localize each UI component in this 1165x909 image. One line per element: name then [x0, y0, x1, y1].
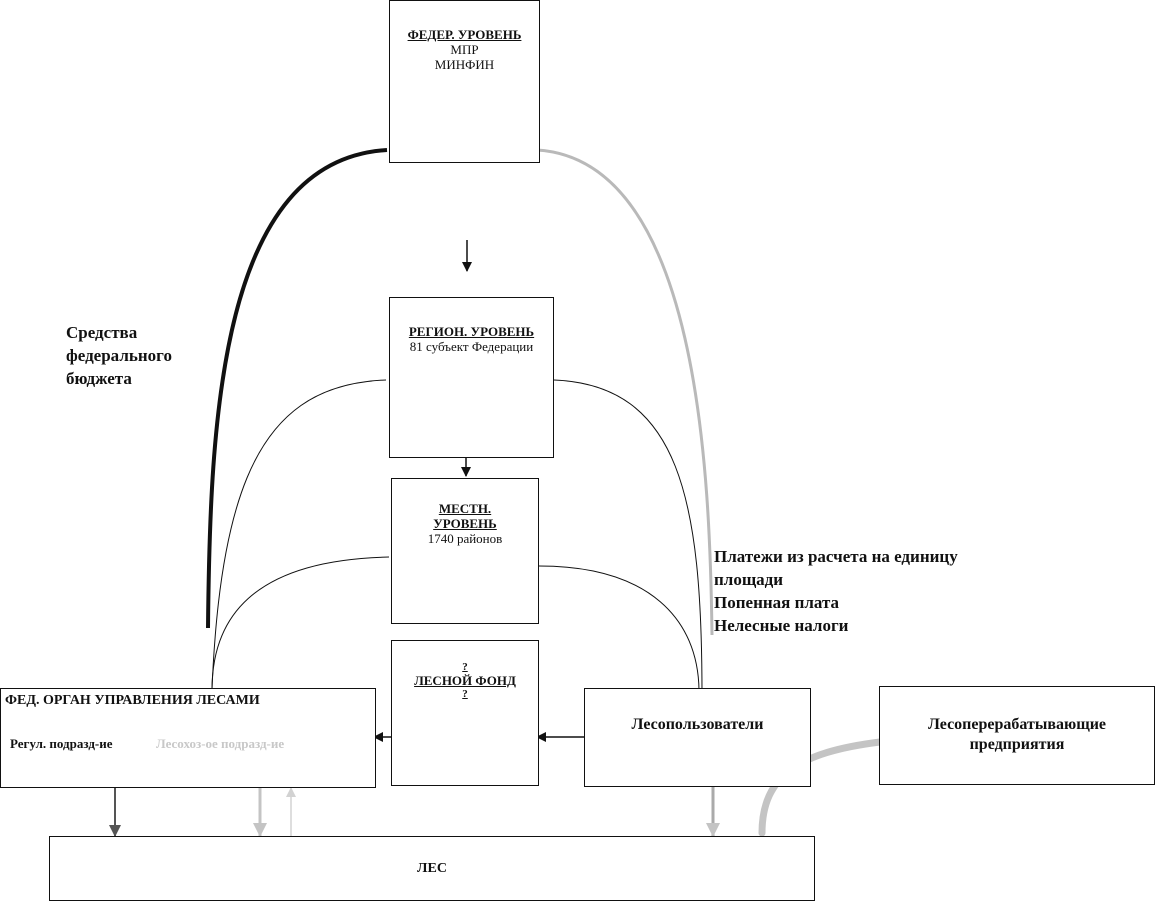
federal-budget-curve	[206, 148, 388, 629]
payments-line2: площади	[714, 570, 784, 589]
federal-budget-line1: Средства	[66, 323, 138, 342]
federal-level-title: ФЕДЕР. УРОВЕНЬ	[407, 27, 522, 42]
forest-fund-title: ЛЕСНОЙ ФОНД	[414, 673, 516, 688]
local-left-arc	[211, 556, 390, 691]
payments-line3: Попенная плата	[714, 593, 840, 612]
forest-fund-mark-bottom: ?	[462, 688, 468, 700]
federal-line-mpr: МПР	[450, 42, 479, 57]
federal-budget-line3: бюджета	[66, 369, 132, 388]
federal-budget-label: Средства федерального бюджета	[66, 321, 172, 390]
federal-line-minfin: МИНФИН	[434, 57, 495, 72]
fed-agency-regul-unit: Регул. подразд-ие	[10, 736, 113, 751]
local-level-title-1: МЕСТН.	[438, 501, 492, 516]
federal-budget-line2: федерального	[66, 346, 172, 365]
fed-agency-leshoz-unit: Лесохоз-ое подразд-ие	[156, 736, 285, 751]
wood-processors-line2: предприятия	[969, 736, 1065, 753]
payments-curve	[536, 148, 714, 636]
local-districts: 1740 районов	[427, 531, 503, 546]
forest-fund-box: ? ЛЕСНОЙ ФОНД ?	[391, 640, 539, 786]
fed-agency-title: ФЕД. ОРГАН УПРАВЛЕНИЯ ЛЕСАМИ	[5, 693, 260, 708]
local-level-title-2: УРОВЕНЬ	[433, 516, 497, 531]
payments-line1: Платежи из расчета на единицу	[714, 547, 958, 566]
federal-level-box: ФЕДЕР. УРОВЕНЬ МПР МИНФИН	[389, 0, 540, 163]
fed-forest-agency-box: ФЕД. ОРГАН УПРАВЛЕНИЯ ЛЕСАМИ Регул. подр…	[0, 688, 376, 788]
regional-subjects: 81 субъект Федерации	[409, 339, 534, 354]
local-right-arc	[538, 565, 700, 691]
regional-level-box: РЕГИОН. УРОВЕНЬ 81 субъект Федерации	[389, 297, 554, 458]
wood-processors-box: Лесоперерабатывающие предприятия	[879, 686, 1155, 785]
regional-right-arc	[553, 379, 703, 696]
forest-label: ЛЕС	[417, 861, 447, 876]
forest-users-label: Лесопользователи	[631, 716, 764, 733]
payments-label: Платежи из расчета на единицу площади По…	[714, 545, 958, 637]
local-level-box: МЕСТН. УРОВЕНЬ 1740 районов	[391, 478, 539, 624]
forest-users-box: Лесопользователи	[584, 688, 811, 787]
forest-box: ЛЕС	[49, 836, 815, 901]
forest-fund-mark-top: ?	[462, 661, 468, 673]
payments-line4: Нелесные налоги	[714, 616, 849, 635]
wood-processors-line1: Лесоперерабатывающие	[927, 716, 1107, 733]
regional-level-title: РЕГИОН. УРОВЕНЬ	[408, 324, 535, 339]
